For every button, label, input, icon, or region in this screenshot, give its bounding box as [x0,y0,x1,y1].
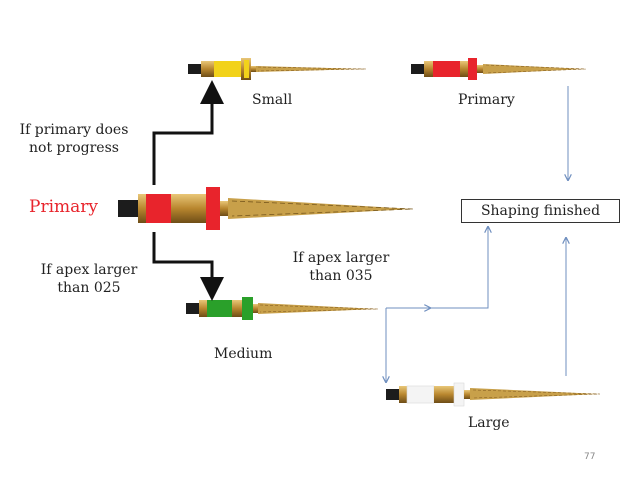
label-large: Large [468,415,510,431]
file-medium [186,297,379,320]
label-if-primary-line2: not progress [29,140,119,156]
slide-number: 77 [584,452,596,462]
label-apex-025-line2: than 025 [57,280,121,296]
label-apex-035: If apex larger than 035 [282,249,400,285]
file-large [386,382,601,407]
shaping-finished-box: Shaping finished [461,199,620,223]
file-small [188,58,367,80]
file-primary-main [118,187,414,230]
label-primary-top: Primary [458,92,515,108]
label-if-primary: If primary does not progress [13,121,135,157]
label-small: Small [252,92,293,108]
label-apex-035-line1: If apex larger [292,250,390,266]
arrow-to-medium [152,232,224,301]
file-primary-top [411,58,587,80]
label-apex-025-line1: If apex larger [40,262,138,278]
arrow-medium-to-finished [386,227,488,309]
label-if-primary-line1: If primary does [19,122,129,138]
arrow-to-small [152,80,224,185]
label-apex-035-line2: than 035 [309,268,373,284]
label-apex-025: If apex larger than 025 [30,261,148,297]
label-primary-main: Primary [29,197,98,217]
label-medium: Medium [214,346,273,362]
